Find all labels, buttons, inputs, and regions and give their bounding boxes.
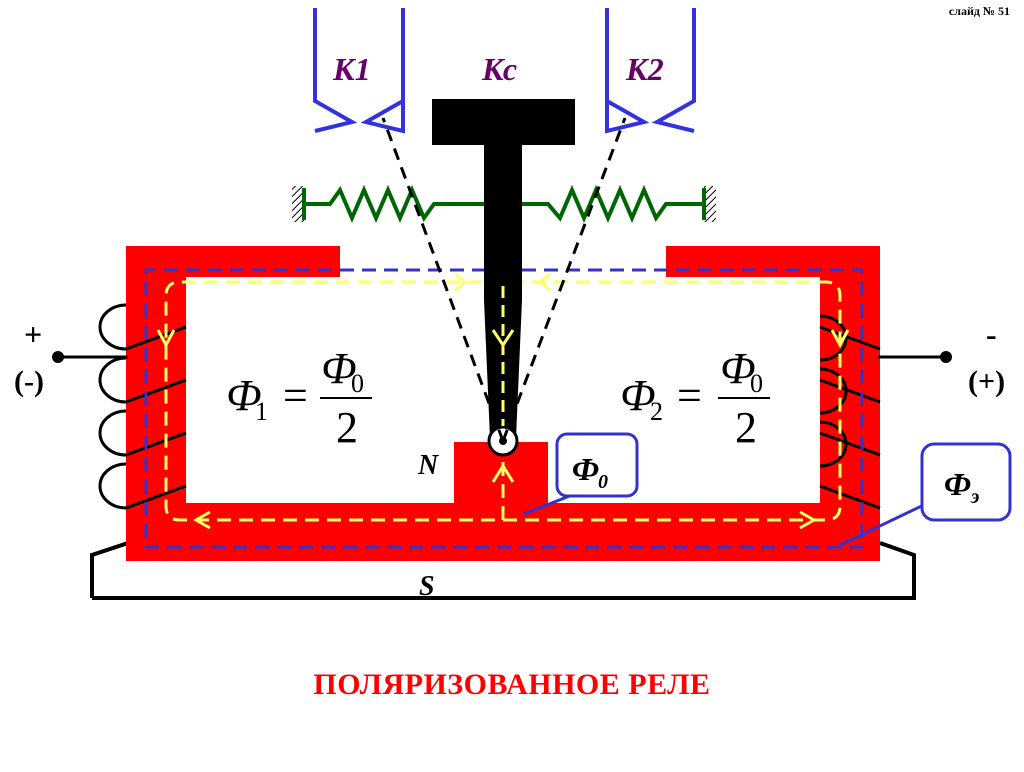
flux-arrows (156, 272, 850, 530)
phi0-callout-pointer (523, 493, 573, 516)
left-flux-formula: Ф 1 = Ф 0 2 (226, 344, 372, 452)
slide-number: слайд № 51 (948, 4, 1010, 18)
left-spring (302, 184, 486, 224)
right-formula-num-sub: 0 (750, 369, 763, 398)
electric-flux-path (144, 268, 864, 549)
phie-main: Ф (944, 466, 971, 502)
right-formula-eq: = (677, 371, 702, 420)
phi0-sub: 0 (598, 471, 608, 493)
right-terminal-minus: - (986, 316, 997, 352)
right-spring-anchor (704, 186, 716, 222)
phi0-callout-text: Ф 0 (572, 451, 608, 493)
north-pole-label: N (417, 450, 440, 481)
right-formula-lhs-sub: 2 (650, 397, 663, 426)
armature-swing-lines (381, 117, 627, 442)
left-terminal-plus: + (24, 316, 42, 352)
phie-sub: э (970, 486, 979, 508)
south-pole-label: S (419, 571, 435, 602)
right-terminal-plus: (+) (968, 365, 1005, 398)
base-plate (90, 541, 916, 600)
armature-head (432, 99, 575, 145)
right-spring (520, 184, 706, 224)
contact-k2 (605, 8, 696, 134)
right-formula-den: 2 (735, 403, 757, 452)
left-formula-eq: = (283, 371, 308, 420)
left-formula-num: Ф (321, 344, 356, 393)
right-formula-lhs: Ф (620, 371, 655, 420)
right-flux-formula: Ф 2 = Ф 0 2 (620, 344, 770, 452)
left-spring-anchor (292, 186, 304, 222)
left-formula-num-sub: 0 (351, 369, 364, 398)
phie-callout-box (920, 442, 1012, 522)
permanent-flux-path (164, 280, 842, 522)
left-formula-lhs: Ф (226, 371, 261, 420)
phie-callout-text: Ф э (944, 466, 979, 508)
contact-k1 (313, 8, 405, 134)
left-terminal (52, 351, 128, 363)
contact-k1-label: К1 (332, 51, 371, 87)
left-coil (98, 303, 187, 510)
page-caption: ПОЛЯРИЗОВАННОЕ РЕЛЕ (313, 668, 711, 701)
contact-kc-label: Кс (481, 51, 517, 87)
phie-callout-pointer (839, 500, 931, 547)
right-formula-num: Ф (720, 344, 755, 393)
right-terminal (878, 351, 952, 363)
left-formula-lhs-sub: 1 (255, 397, 268, 426)
left-terminal-minus: (-) (14, 365, 44, 398)
phi0-main: Ф (572, 451, 599, 487)
left-formula-den: 2 (336, 403, 358, 452)
phi0-callout-box (555, 432, 639, 498)
armature-stem (484, 145, 522, 300)
right-coil (819, 314, 881, 510)
contact-k2-label: К2 (625, 51, 664, 87)
